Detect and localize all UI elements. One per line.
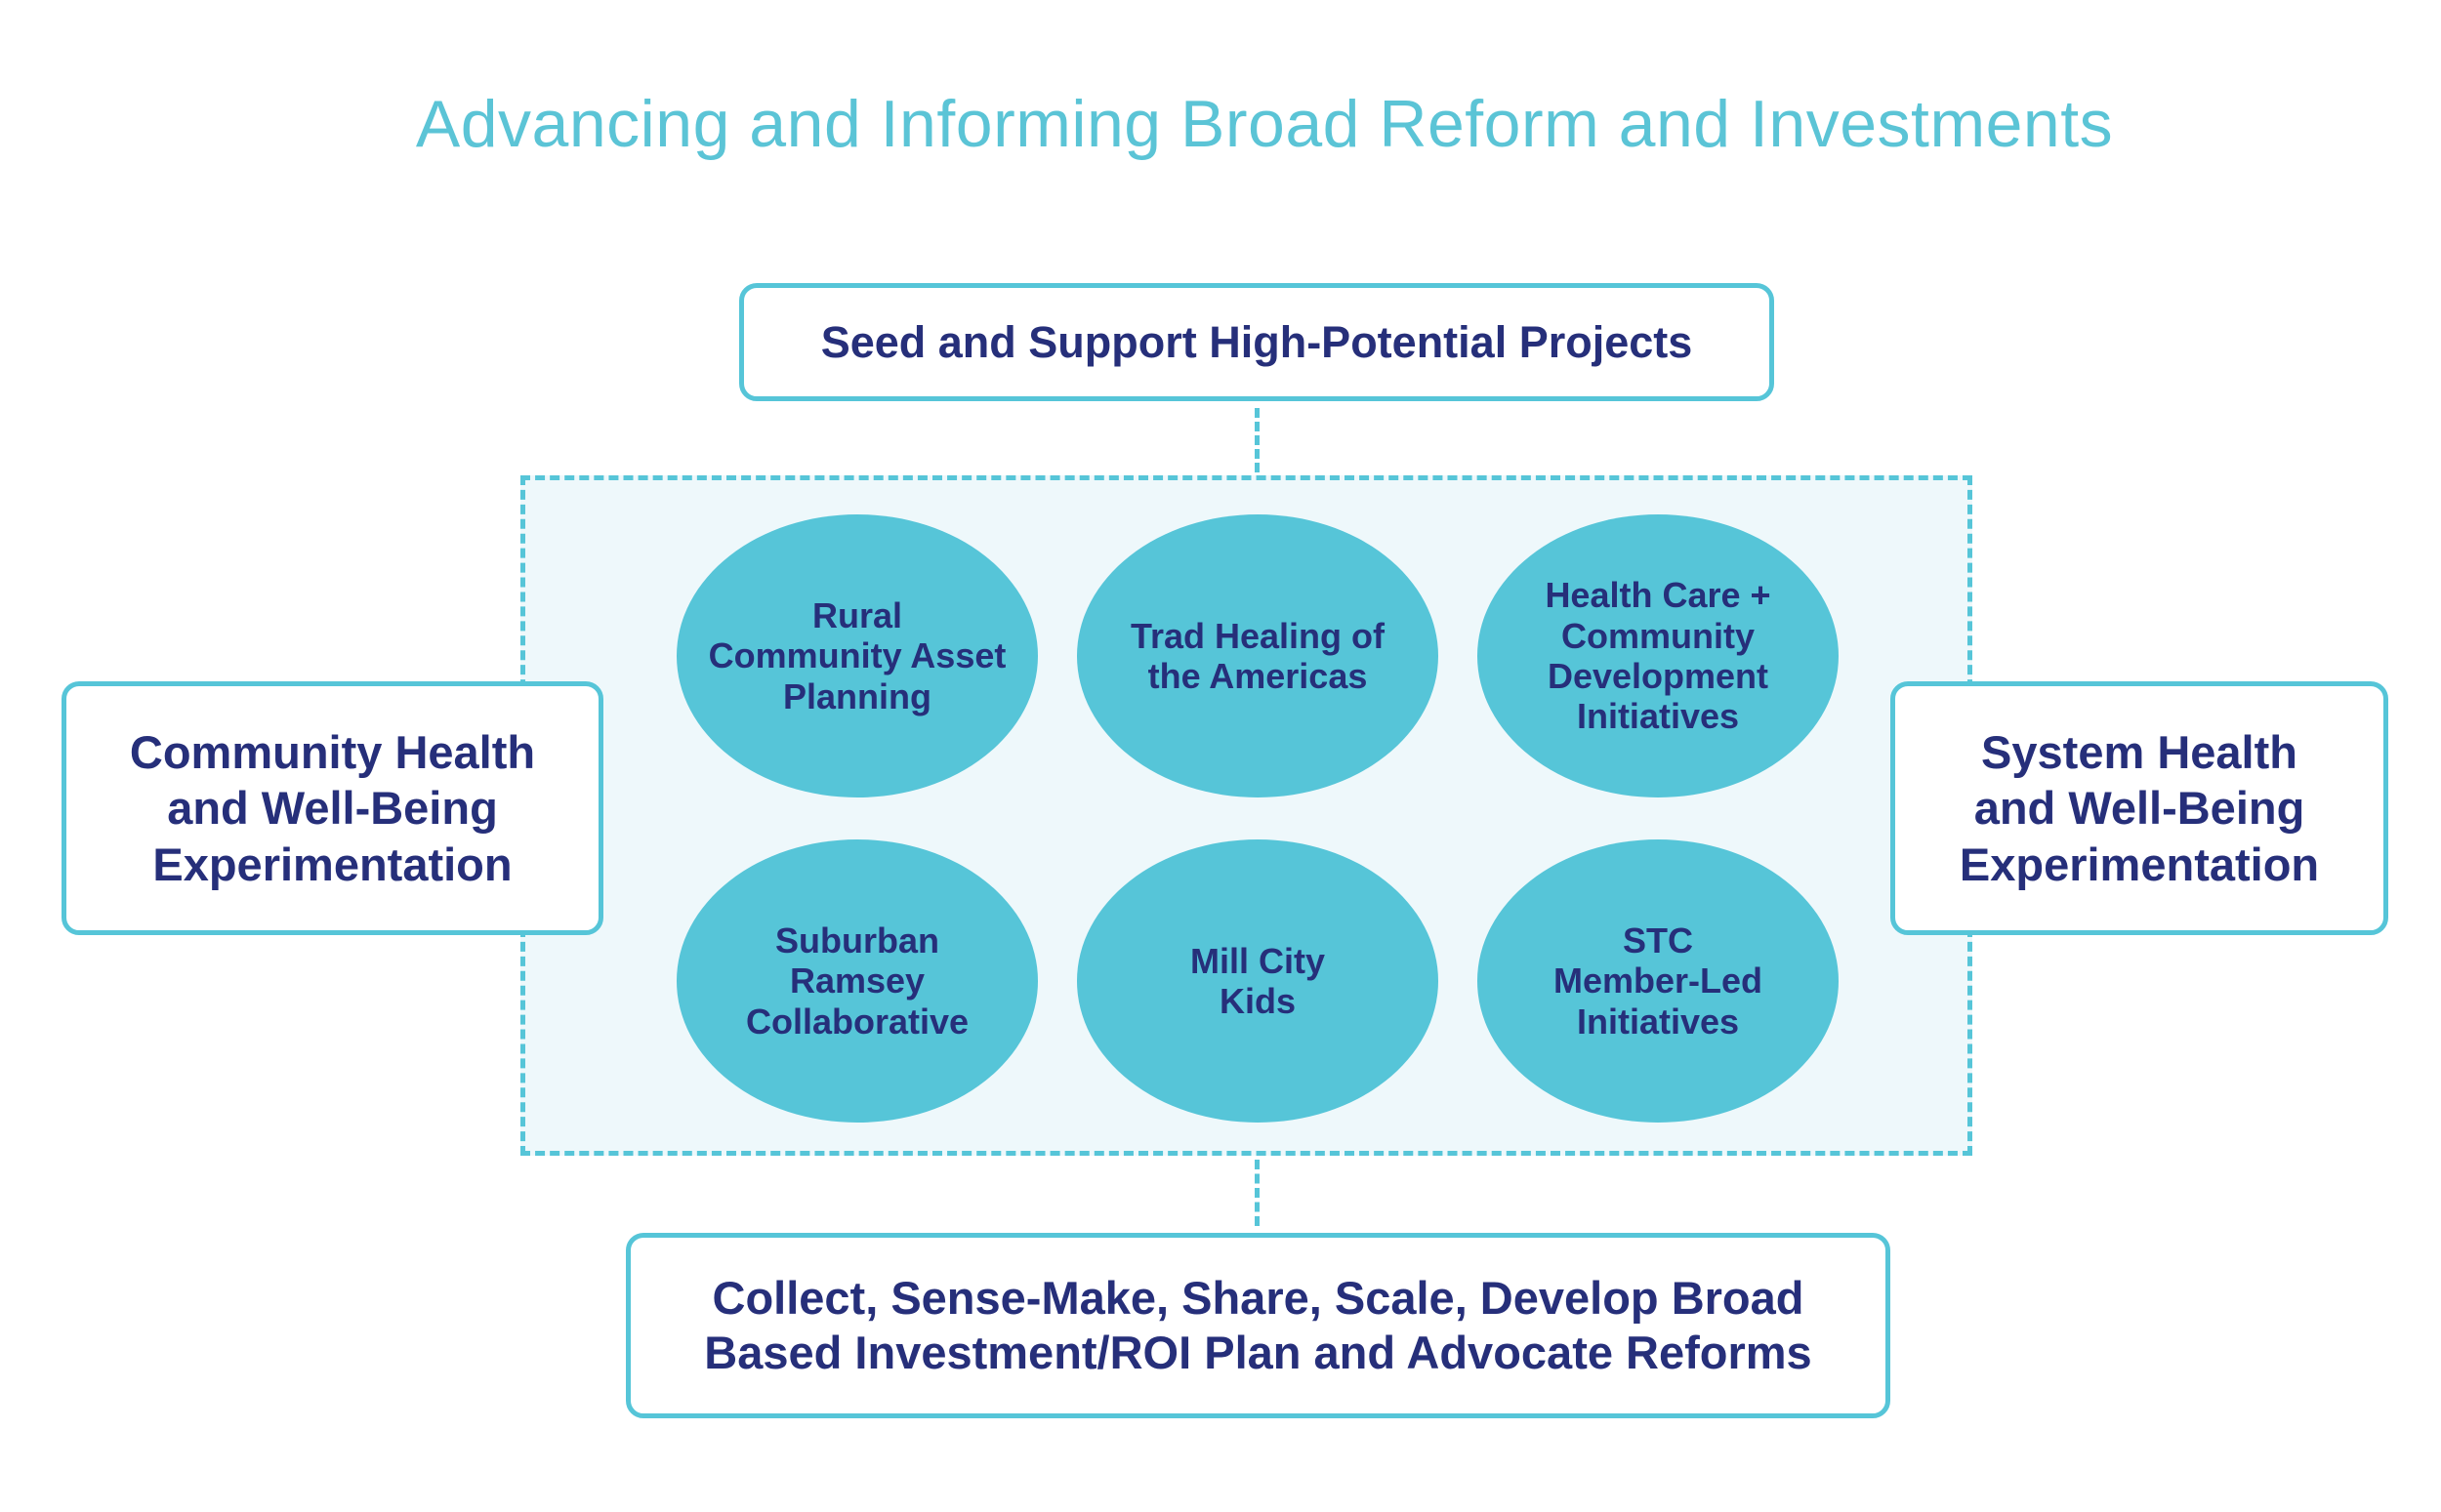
system-health-box: System Health and Well-Being Experimenta… (1890, 681, 2388, 935)
project-label: Health Care + Community Development Init… (1545, 575, 1771, 737)
community-health-box: Community Health and Well-Being Experime… (62, 681, 603, 935)
project-label: STC Member-Led Initiatives (1552, 919, 1763, 1042)
top-connector-line (1255, 408, 1260, 472)
project-label: Rural Community Asset Planning (708, 594, 1007, 716)
community-health-label: Community Health and Well-Being Experime… (129, 726, 536, 890)
project-oval-health-care: Health Care + Community Development Init… (1477, 514, 1839, 797)
project-label: Trad Healing of the Americas (1130, 615, 1386, 696)
project-oval-trad-healing: Trad Healing of the Americas (1077, 514, 1438, 797)
project-oval-suburban-ramsey: Suburban Ramsey Collaborative (677, 839, 1038, 1123)
project-label: Mill City Kids (1189, 940, 1325, 1021)
collect-scale-box: Collect, Sense-Make, Share, Scale, Devel… (626, 1233, 1890, 1418)
bottom-connector-line (1255, 1160, 1260, 1226)
seed-support-box: Seed and Support High-Potential Projects (739, 283, 1774, 401)
project-label: Suburban Ramsey Collaborative (745, 919, 970, 1042)
project-oval-rural: Rural Community Asset Planning (677, 514, 1038, 797)
project-oval-stc-member: STC Member-Led Initiatives (1477, 839, 1839, 1123)
seed-support-label: Seed and Support High-Potential Projects (820, 316, 1693, 367)
system-health-label: System Health and Well-Being Experimenta… (1959, 726, 2320, 890)
project-oval-mill-city: Mill City Kids (1077, 839, 1438, 1123)
collect-scale-label: Collect, Sense-Make, Share, Scale, Devel… (704, 1271, 1812, 1378)
diagram-title: Advancing and Informing Broad Reform and… (415, 87, 2114, 161)
